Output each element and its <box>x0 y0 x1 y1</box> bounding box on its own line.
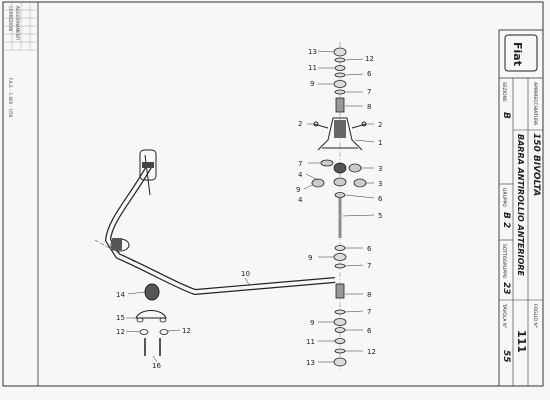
lower-fastener-stack <box>333 245 347 367</box>
table-label: TAVOLA N° <box>501 303 507 328</box>
callout-label: 14 <box>116 291 125 299</box>
callout-label: 1 <box>378 139 382 147</box>
callout-label: 6 <box>367 327 372 335</box>
callout-label: 12 <box>367 348 376 356</box>
callouts: 13 12 11 6 9 7 8 2 2 1 7 3 4 3 9 4 6 5 6… <box>116 48 383 370</box>
brand-logo-frame <box>504 34 538 72</box>
callout-label: 9 <box>296 186 300 194</box>
subgroup-value: 23 <box>501 282 511 295</box>
callout-label: 7 <box>367 88 371 96</box>
callout-label: 2 <box>378 121 382 129</box>
table-value: 55 <box>501 350 511 363</box>
brand-logo: Fiat <box>511 42 524 66</box>
callout-label: 12 <box>182 327 191 335</box>
side-note-bottom: F.A.S. - 1.000 - 7/58 <box>8 78 13 118</box>
callout-label: 4 <box>298 196 303 204</box>
callout-label: 6 <box>367 70 372 78</box>
callout-label: 9 <box>310 319 314 327</box>
callout-label: 3 <box>378 180 382 188</box>
callout-label: 9 <box>308 254 312 262</box>
title-block <box>498 29 544 387</box>
group-value: B 2 <box>501 212 511 228</box>
callout-label: 8 <box>367 291 371 299</box>
middle-bushings <box>311 159 367 198</box>
section-value: B <box>501 112 511 119</box>
callout-label: 11 <box>308 64 317 72</box>
model-value: 150 BIVOLTA <box>531 133 541 196</box>
upper-fastener-stack <box>333 47 347 113</box>
sheet-label: FOGLIO N° <box>532 304 538 328</box>
group-label: GRUPPO <box>501 188 507 207</box>
callout-label: 16 <box>152 362 161 370</box>
callout-label: 10 <box>241 270 250 278</box>
callout-label: 15 <box>116 314 125 322</box>
callout-label: 11 <box>306 338 315 346</box>
callout-label: 8 <box>367 103 371 111</box>
callout-label: 6 <box>367 245 372 253</box>
callout-label: 7 <box>367 262 371 270</box>
drawing-title: BARRA ANTIROLLIO ANTERIORE <box>516 134 525 277</box>
callout-label: 2 <box>298 120 302 128</box>
callout-label: 12 <box>365 55 374 63</box>
apparatus-label: APPARECCHIATURA <box>532 82 538 126</box>
section-label: SEZIONE <box>501 82 507 102</box>
callout-label: 4 <box>298 171 303 179</box>
side-note-top: CORREZIONI <box>8 6 13 31</box>
side-note-middle: AGGIORNAMENTI <box>15 6 20 40</box>
sheet-value: 111 <box>515 330 528 353</box>
callout-label: 3 <box>378 165 382 173</box>
corner-grid <box>3 2 38 51</box>
callout-label: 12 <box>116 328 125 336</box>
callout-label: 5 <box>378 212 382 220</box>
callout-label: 7 <box>367 308 371 316</box>
upper-bracket <box>313 117 367 151</box>
callout-label: 13 <box>308 48 317 56</box>
callout-label: 9 <box>310 80 314 88</box>
callout-label: 13 <box>306 359 315 367</box>
subgroup-label: SOTTOGRUPPO <box>501 244 507 279</box>
leader-lines <box>125 50 375 363</box>
sheet-border <box>2 1 544 387</box>
callout-label: 7 <box>298 160 302 168</box>
callout-label: 6 <box>378 195 383 203</box>
stabilizer-bar <box>94 149 336 356</box>
